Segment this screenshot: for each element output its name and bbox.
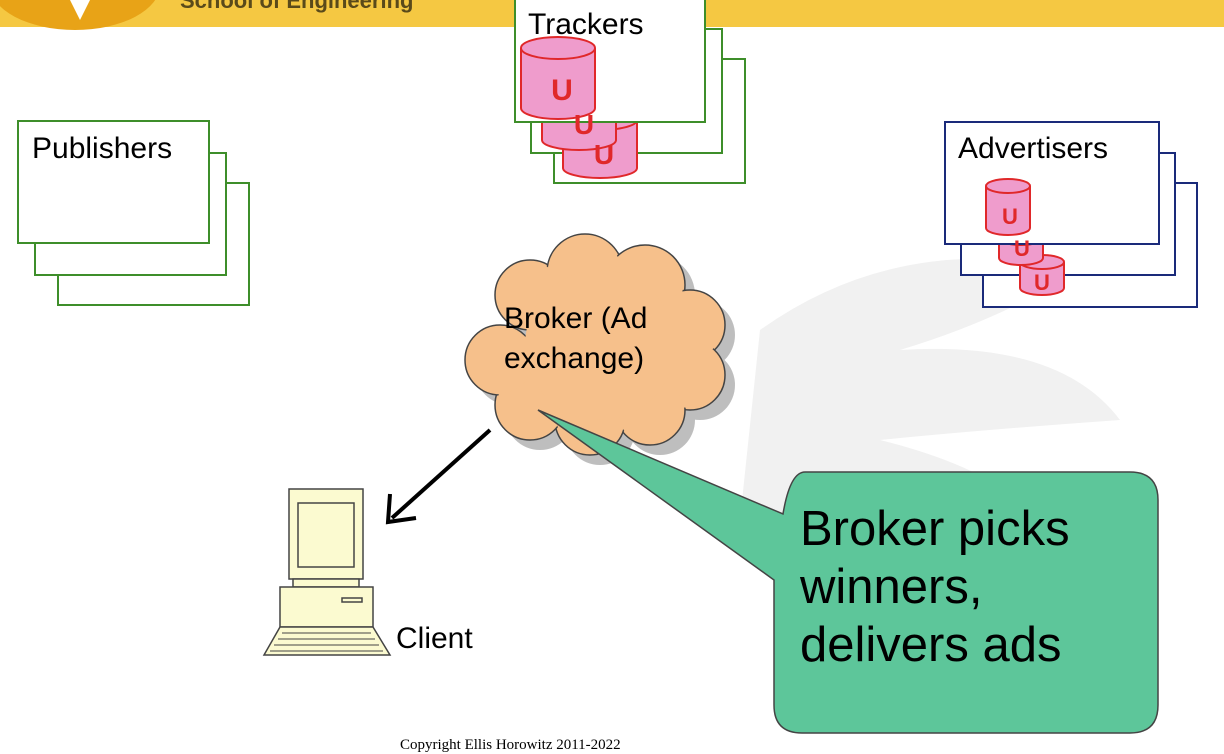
header-subtitle: School of Engineering: [180, 0, 414, 13]
callout-bubble: [537, 409, 1159, 734]
advertiser-cylinder-2-label: U: [1014, 236, 1030, 261]
advertisers-label: Advertisers: [958, 132, 1109, 165]
callout-text: Broker picks winners, delivers ads: [800, 500, 1070, 674]
advertiser-cylinder-3: [1019, 254, 1065, 296]
advertiser-cylinder-1: [985, 178, 1031, 236]
tracker-cylinder-1: [520, 36, 596, 120]
publishers-label: Publishers: [32, 132, 173, 165]
copyright-footer: Copyright Ellis Horowitz 2011-2022: [400, 737, 621, 753]
callout-line-2: winners,: [800, 560, 983, 614]
broker-label-line-2: exchange): [504, 342, 645, 375]
client-computer-icon: [262, 488, 392, 656]
advertiser-card-front: [944, 121, 1160, 245]
advertiser-cylinder-3-label: U: [1034, 270, 1050, 295]
publisher-card-front: [17, 120, 210, 244]
tracker-cylinder-2-label: U: [574, 109, 594, 140]
trackers-label: Trackers: [528, 8, 644, 41]
advertiser-cylinder-1-label: U: [1002, 204, 1018, 229]
broker-to-client-arrow: [385, 428, 492, 525]
broker-cloud-fill: [467, 236, 723, 453]
broker-label-line-1: Broker (Ad: [504, 302, 648, 335]
callout-line-3: delivers ads: [800, 618, 1062, 672]
callout-line-1: Broker picks: [800, 502, 1070, 556]
tracker-cylinder-3-label: U: [594, 139, 614, 170]
client-label: Client: [396, 622, 473, 655]
tracker-cylinder-1-label: U: [551, 74, 573, 107]
